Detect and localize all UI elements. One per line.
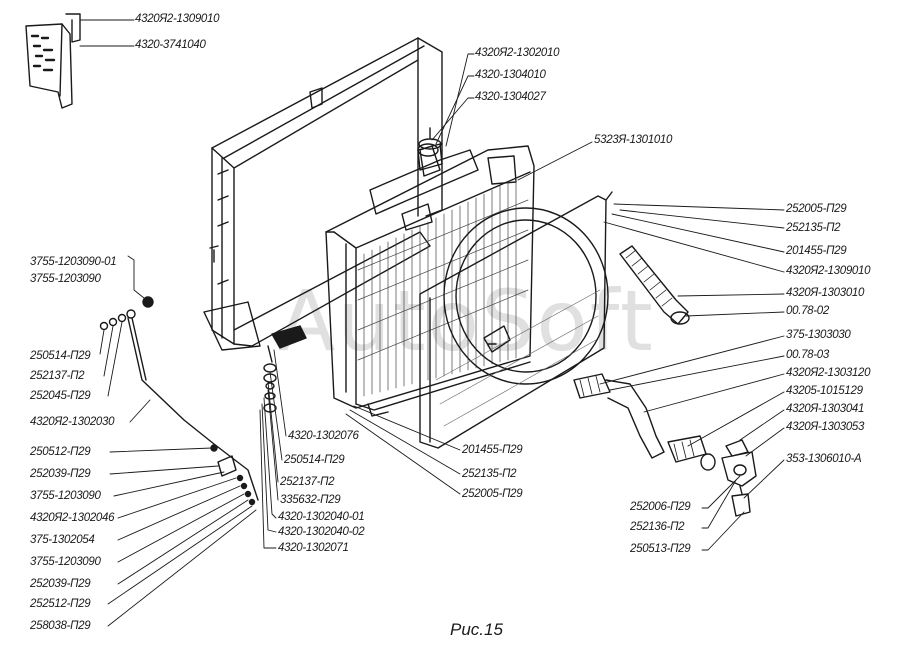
radiator-core bbox=[325, 143, 535, 417]
part-label: 4320-1304027 bbox=[475, 91, 546, 103]
part-label: 3755-1203090 bbox=[30, 556, 101, 568]
watermark: AutoSoft bbox=[278, 272, 655, 370]
part-label: 4320-1304010 bbox=[475, 69, 546, 81]
part-label: 252005-П29 bbox=[462, 488, 523, 500]
part-label: 252137-П2 bbox=[30, 370, 85, 382]
bracket-plate bbox=[25, 13, 81, 109]
radiator-frame bbox=[203, 37, 443, 351]
part-label: 4320-1302040-01 bbox=[278, 511, 365, 523]
part-label: 252005-П29 bbox=[786, 203, 847, 215]
part-label: 250512-П29 bbox=[30, 446, 91, 458]
part-label: 252135-П2 bbox=[462, 468, 517, 480]
part-label: 00.78-02 bbox=[786, 305, 829, 317]
part-label: 4320Я2-1309010 bbox=[786, 265, 871, 277]
shutter-rod bbox=[99, 296, 259, 506]
part-label: 252006-П29 bbox=[630, 501, 691, 513]
part-label: 4320Я-1303053 bbox=[786, 421, 865, 433]
part-label: 4320-3741040 bbox=[135, 39, 206, 51]
figure-caption: Рис.15 bbox=[450, 620, 503, 639]
part-label: 4320Я-1303041 bbox=[786, 403, 865, 415]
part-label: 00.78-03 bbox=[786, 349, 829, 361]
part-label: 353-1306010-А bbox=[786, 453, 862, 465]
part-label: 252137-П2 bbox=[280, 476, 335, 488]
part-label: 43205-1015129 bbox=[786, 385, 863, 397]
part-label: 335632-П29 bbox=[280, 494, 341, 506]
part-label: 252136-П2 bbox=[630, 521, 685, 533]
part-label: 3755-1203090 bbox=[30, 273, 101, 285]
part-label: 375-1302054 bbox=[30, 534, 95, 546]
part-label: 250513-П29 bbox=[630, 543, 691, 555]
leader-lines bbox=[79, 19, 785, 627]
part-label: 252512-П29 bbox=[30, 598, 91, 610]
part-label: 4320-1302076 bbox=[288, 430, 359, 442]
part-label: 4320Я2-1302010 bbox=[475, 47, 560, 59]
lower-pipe bbox=[573, 373, 757, 517]
part-label: 201455-П29 bbox=[786, 245, 847, 257]
part-label: 250514-П29 bbox=[284, 454, 345, 466]
part-label: 3755-1203090 bbox=[30, 490, 101, 502]
part-label: 4320Я2-1309010 bbox=[135, 13, 220, 25]
part-label: 252045-П29 bbox=[30, 390, 91, 402]
part-label: 252135-П2 bbox=[786, 222, 841, 234]
part-label: 4320-1302071 bbox=[278, 542, 349, 554]
upper-hose bbox=[619, 245, 690, 325]
part-label: 4320Я2-1302030 bbox=[30, 416, 115, 428]
part-label: 375-1303030 bbox=[786, 329, 851, 341]
part-label: 252039-П29 bbox=[30, 468, 91, 480]
part-label: 3755-1203090-01 bbox=[30, 256, 117, 268]
filler-cap bbox=[417, 127, 443, 171]
part-label: 201455-П29 bbox=[462, 444, 523, 456]
part-label: 4320Я2-1302046 bbox=[30, 512, 115, 524]
part-label: 4320Я2-1303120 bbox=[786, 367, 871, 379]
part-label: 250514-П29 bbox=[30, 350, 91, 362]
part-label: 252039-П29 bbox=[30, 578, 91, 590]
part-label: 258038-П29 bbox=[30, 620, 91, 632]
part-label: 4320Я-1303010 bbox=[786, 287, 865, 299]
part-label: 5323Я-1301010 bbox=[594, 134, 673, 146]
fan-shroud bbox=[419, 191, 613, 449]
part-label: 4320-1302040-02 bbox=[278, 526, 365, 538]
lever-stack bbox=[263, 325, 307, 413]
